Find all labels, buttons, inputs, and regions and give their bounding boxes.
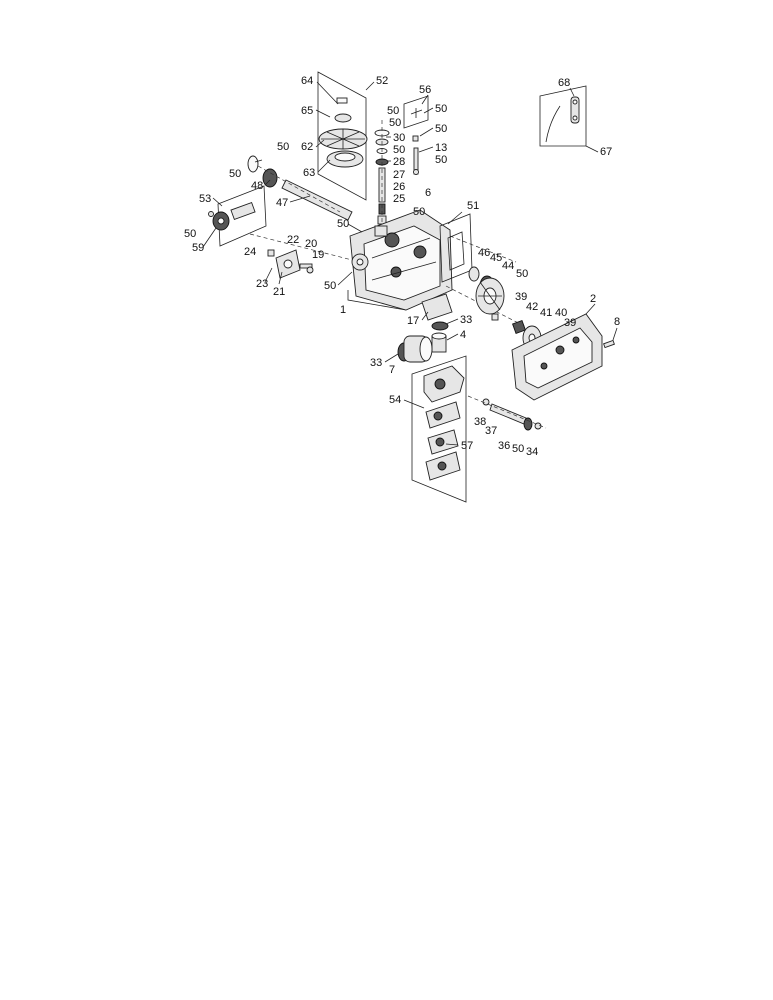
callout-50: 50	[337, 218, 349, 230]
callout-2: 2	[590, 293, 596, 305]
callout-39: 39	[515, 291, 527, 303]
callout-30: 30	[393, 132, 405, 144]
callout-56: 56	[419, 84, 431, 96]
transmission-housing	[349, 209, 541, 335]
callout-41: 41	[540, 307, 552, 319]
callout-51: 51	[467, 200, 479, 212]
bearing-assembly	[397, 335, 433, 363]
callout-46: 46	[478, 247, 490, 259]
callout-20: 20	[305, 238, 317, 250]
callout-50: 50	[184, 228, 196, 240]
axle-shaft	[247, 155, 353, 221]
callout-50: 50	[387, 105, 399, 117]
callout-7: 7	[389, 364, 395, 376]
fan-pulley-panel	[317, 71, 368, 201]
callout-8: 8	[614, 316, 620, 328]
callout-50: 50	[512, 443, 524, 455]
callout-48: 48	[251, 180, 263, 192]
callout-45: 45	[490, 252, 502, 264]
callout-50: 50	[393, 144, 405, 156]
callout-44: 44	[502, 260, 514, 272]
pump-panel	[411, 355, 467, 503]
shaft-stack	[374, 120, 390, 240]
shift-linkage	[249, 233, 361, 279]
callout-65: 65	[301, 105, 313, 117]
callout-50: 50	[277, 141, 289, 153]
callout-47: 47	[276, 197, 288, 209]
callout-28: 28	[393, 156, 405, 168]
callout-33: 33	[370, 357, 382, 369]
callout-40: 40	[555, 307, 567, 319]
callout-6: 6	[425, 187, 431, 199]
gear-set	[468, 266, 505, 315]
callout-50: 50	[435, 123, 447, 135]
callout-42: 42	[526, 301, 538, 313]
callout-50: 50	[389, 117, 401, 129]
callout-33: 33	[460, 314, 472, 326]
callout-21: 21	[273, 286, 285, 298]
side-cover	[511, 313, 615, 401]
callout-64: 64	[301, 75, 313, 87]
callout-57: 57	[461, 440, 473, 452]
callout-26: 26	[393, 181, 405, 193]
callout-54: 54	[389, 394, 401, 406]
callout-62: 62	[301, 141, 313, 153]
callout-50: 50	[413, 206, 425, 218]
callout-25: 25	[393, 193, 405, 205]
callout-50: 50	[516, 268, 528, 280]
callout-19: 19	[312, 249, 324, 261]
pump-shaft	[467, 395, 547, 431]
callout-67: 67	[600, 146, 612, 158]
callout-50: 50	[435, 103, 447, 115]
bracket-panel	[403, 95, 429, 175]
callout-24: 24	[244, 246, 256, 258]
callout-4: 4	[460, 329, 466, 341]
callout-68: 68	[558, 77, 570, 89]
callout-38: 38	[474, 416, 486, 428]
callout-36: 36	[498, 440, 510, 452]
callout-1: 1	[340, 304, 346, 316]
callout-53: 53	[199, 193, 211, 205]
cooling-fan-part	[318, 128, 368, 150]
callout-34: 34	[526, 446, 538, 458]
callout-59: 59	[192, 242, 204, 254]
callout-13: 13	[435, 142, 447, 154]
callout-50: 50	[324, 280, 336, 292]
yoke-panel	[208, 185, 267, 247]
pulley-part	[326, 150, 364, 168]
callout-labels: 64 52 65 50 50 30 50 28 62 63 56 50 50 1…	[184, 75, 620, 458]
callout-17: 17	[407, 315, 419, 327]
callout-39: 39	[564, 317, 576, 329]
inset-box	[539, 85, 587, 147]
callout-37: 37	[485, 425, 497, 437]
callout-22: 22	[287, 234, 299, 246]
callout-27: 27	[393, 169, 405, 181]
callout-52: 52	[376, 75, 388, 87]
callout-50: 50	[229, 168, 241, 180]
callout-63: 63	[303, 167, 315, 179]
leader-lines	[202, 81, 618, 446]
callout-50: 50	[435, 154, 447, 166]
